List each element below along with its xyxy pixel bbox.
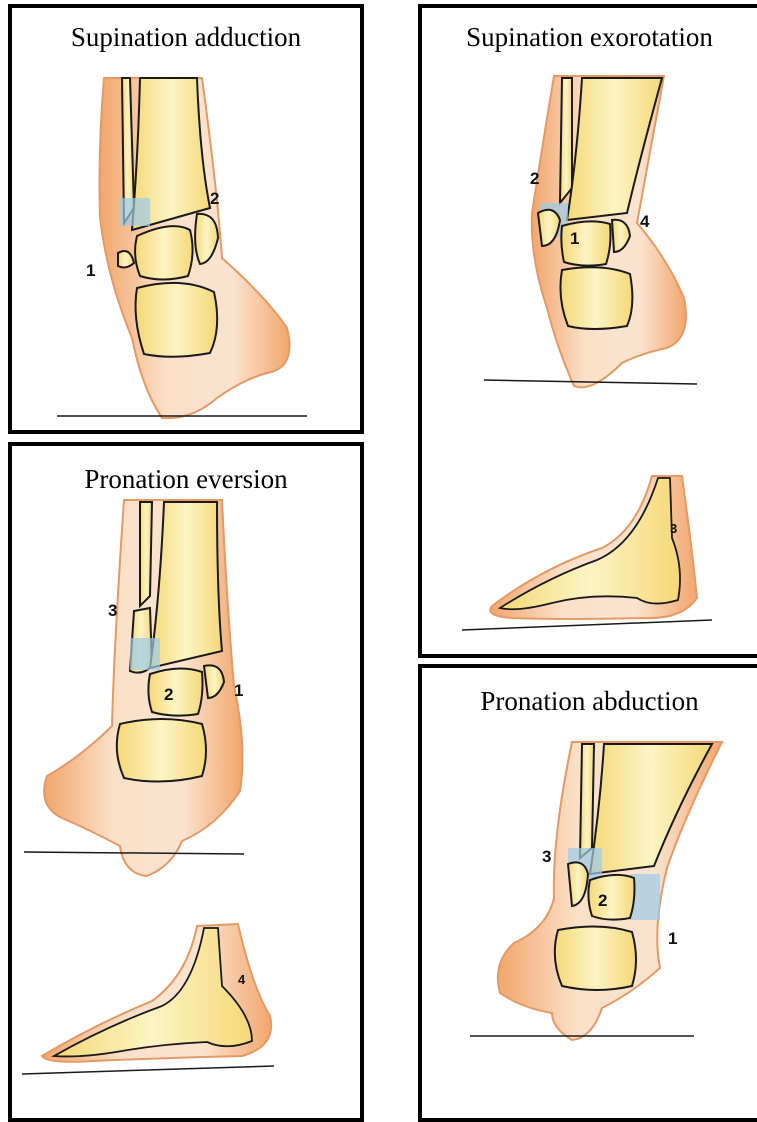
label-2: 2 xyxy=(164,685,173,704)
panel-supination-exorotation: Supination exorotation 2 1 4 3 xyxy=(418,4,757,658)
calcaneus xyxy=(560,267,632,329)
label-4: 4 xyxy=(238,972,246,987)
calcaneus xyxy=(555,926,636,990)
talus xyxy=(135,226,192,279)
ground-line-side xyxy=(22,1066,274,1074)
fibula xyxy=(140,502,152,606)
label-3: 3 xyxy=(670,521,677,536)
fibula xyxy=(560,78,572,203)
ankle-front-and-side-illustration: 2 1 4 3 xyxy=(422,8,757,654)
panel-supination-adduction: Supination adduction 2 1 xyxy=(8,4,364,434)
ligament xyxy=(130,638,160,670)
ankle-front-illustration: 3 2 1 xyxy=(422,668,757,1118)
label-3: 3 xyxy=(542,847,551,866)
label-3: 3 xyxy=(108,601,117,620)
label-4: 4 xyxy=(640,212,650,231)
ligament xyxy=(120,198,150,226)
tibia xyxy=(590,744,712,874)
fibula xyxy=(580,744,594,858)
talus xyxy=(588,875,634,920)
label-1: 1 xyxy=(668,929,677,948)
ankle-front-and-side-illustration: 3 2 1 4 xyxy=(12,446,360,1118)
calcaneus xyxy=(136,283,218,357)
label-2: 2 xyxy=(598,891,607,910)
panel-pronation-eversion: Pronation eversion 3 2 1 4 xyxy=(8,442,364,1122)
label-1: 1 xyxy=(234,681,243,700)
talus xyxy=(148,668,202,715)
ground-line-side xyxy=(462,620,712,630)
talus xyxy=(561,221,610,265)
label-2: 2 xyxy=(530,169,539,188)
label-2: 2 xyxy=(210,189,219,208)
ankle-front-illustration: 2 1 xyxy=(12,8,360,430)
label-1: 1 xyxy=(86,261,95,280)
calcaneus xyxy=(117,719,206,782)
ground-line xyxy=(24,852,244,854)
panel-pronation-abduction: Pronation abduction 3 2 1 xyxy=(418,664,757,1122)
label-1: 1 xyxy=(570,229,579,248)
